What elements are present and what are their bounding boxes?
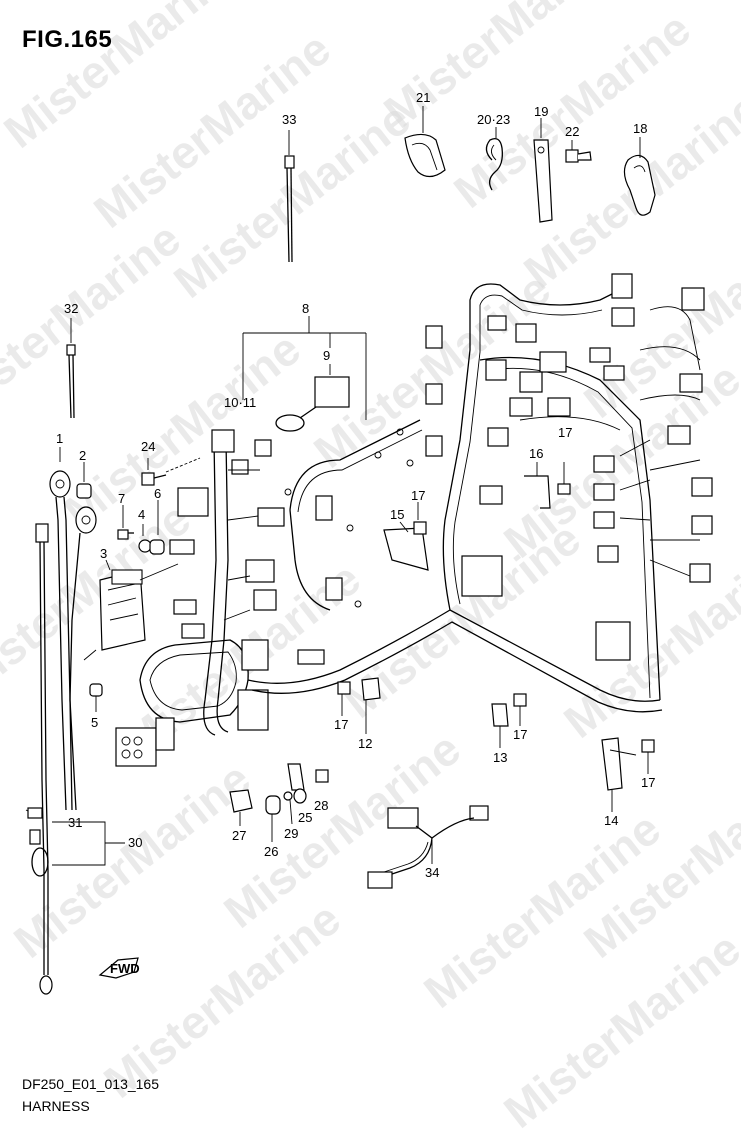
label-17-c: 17	[334, 717, 348, 732]
ground-wire-left	[25, 523, 53, 995]
reference-labels: 33 21 20·23 19 22 18 32 8 9 10·11 24 1 2…	[56, 90, 655, 880]
part-30-31-leader	[52, 821, 125, 866]
small-caps	[229, 789, 293, 842]
hardware-small-parts	[89, 457, 201, 712]
label-22: 22	[565, 124, 579, 139]
watermark: MisterMarine	[0, 212, 190, 428]
label-6: 6	[154, 486, 161, 501]
label-8: 8	[302, 301, 309, 316]
part-1-battery-cable	[49, 447, 97, 811]
label-32: 32	[64, 301, 78, 316]
part-19-strap	[533, 118, 553, 223]
label-14: 14	[604, 813, 618, 828]
label-13: 13	[493, 750, 507, 765]
watermark: MisterMarine	[214, 722, 470, 938]
part-20-23-clip	[485, 127, 503, 191]
label-17-a: 17	[558, 425, 572, 440]
label-10-11: 10·11	[224, 395, 256, 410]
label-15: 15	[390, 507, 404, 522]
label-16: 16	[529, 446, 543, 461]
label-34: 34	[425, 865, 439, 880]
label-12: 12	[358, 736, 372, 751]
label-5: 5	[91, 715, 98, 730]
part-17-bolts	[315, 462, 655, 783]
label-9: 9	[323, 348, 330, 363]
label-20-23: 20·23	[477, 112, 510, 127]
figure-code: DF250_E01_013_165	[22, 1076, 160, 1092]
label-4: 4	[138, 507, 145, 522]
part-22-bolt	[565, 140, 592, 163]
label-26: 26	[264, 844, 278, 859]
fwd-direction-arrow: FWD	[98, 957, 140, 979]
multi-pin-connector	[115, 717, 175, 767]
figure-title: FIG.165	[22, 26, 113, 53]
label-17-e: 17	[641, 775, 655, 790]
label-29: 29	[284, 826, 298, 841]
part-2-grommet	[76, 462, 92, 499]
part-34-sub-harness	[367, 805, 489, 889]
label-7: 7	[118, 491, 125, 506]
label-1: 1	[56, 431, 63, 446]
figure-name: HARNESS	[22, 1098, 90, 1114]
label-19: 19	[534, 104, 548, 119]
label-18: 18	[633, 121, 647, 136]
label-17-d: 17	[513, 727, 527, 742]
fwd-label: FWD	[110, 961, 140, 976]
brackets	[287, 462, 637, 812]
label-28: 28	[314, 798, 328, 813]
label-27: 27	[232, 828, 246, 843]
label-31: 31	[68, 815, 82, 830]
label-25: 25	[298, 810, 312, 825]
main-wire-harness	[115, 273, 713, 767]
part-33-cable-tie	[284, 130, 295, 263]
label-30: 30	[128, 835, 142, 850]
part-3-bracket	[83, 559, 179, 661]
label-21: 21	[416, 90, 430, 105]
label-33: 33	[282, 112, 296, 127]
label-3: 3	[100, 546, 107, 561]
part-8-9-leader	[242, 316, 367, 432]
label-2: 2	[79, 448, 86, 463]
part-32-cable-tie	[66, 318, 76, 419]
part-18-clamp	[623, 137, 656, 216]
label-24: 24	[141, 439, 155, 454]
label-17-b: 17	[411, 488, 425, 503]
part-21-clamp	[404, 106, 446, 178]
